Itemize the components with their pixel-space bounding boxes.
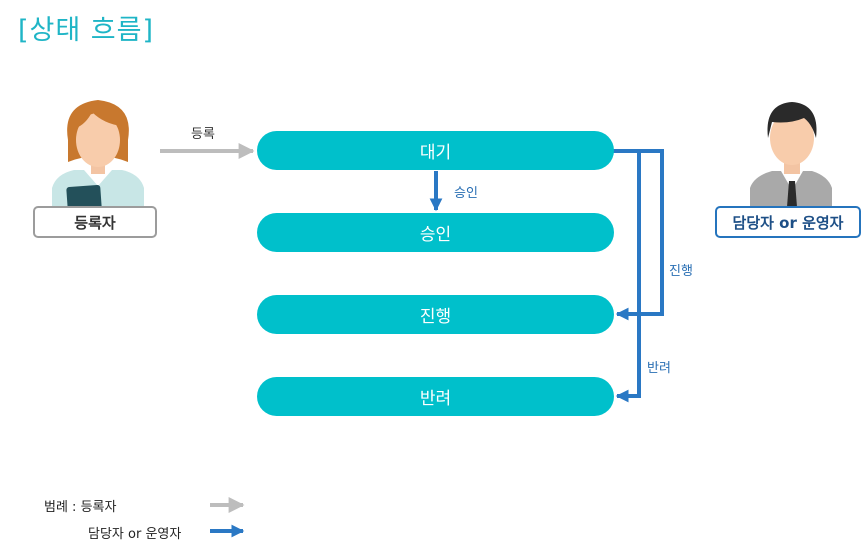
progress-arrow-label: 진행 [669, 264, 693, 279]
manager-badge: 담당자 or 운영자 [715, 206, 861, 238]
state-waiting: 대기 [257, 131, 614, 170]
state-approved: 승인 [257, 213, 614, 252]
register-arrow-label: 등록 [191, 127, 215, 142]
approve-arrow-label: 승인 [454, 186, 478, 201]
legend-registrant-label: 범례 : 등록자 [44, 500, 117, 515]
reject-arrow-label: 반려 [647, 361, 671, 376]
reject-arrow [612, 149, 641, 403]
state-rejected: 반려 [257, 377, 614, 416]
page-title: [상태 흐름] [18, 15, 155, 46]
registrant-badge: 등록자 [33, 206, 157, 238]
legend-manager-label: 담당자 or 운영자 [88, 527, 182, 542]
manager-avatar-icon [750, 102, 832, 207]
registrant-avatar-icon [52, 100, 144, 211]
state-in-progress: 진행 [257, 295, 614, 334]
